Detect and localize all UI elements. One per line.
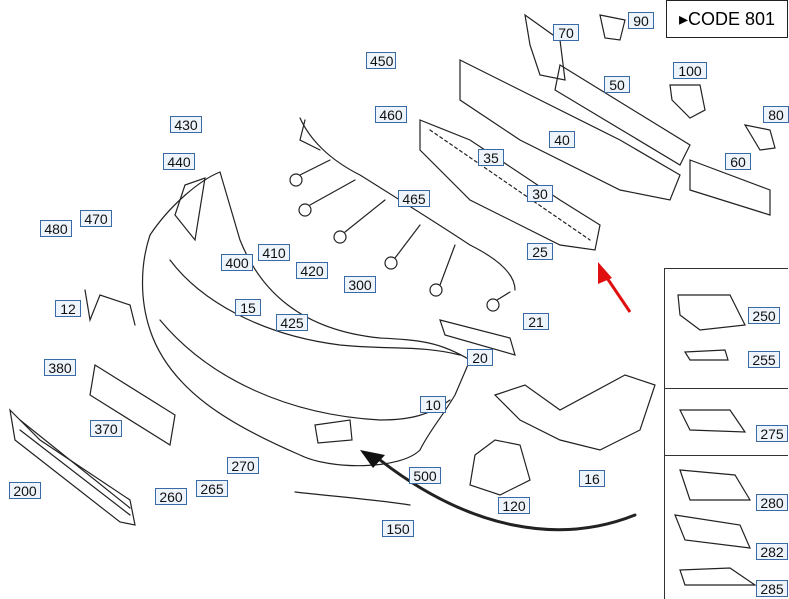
part-label-265[interactable]: 265 [196, 480, 228, 497]
part-label-480[interactable]: 480 [40, 220, 72, 237]
part-label-25[interactable]: 25 [527, 243, 553, 260]
part-label-275[interactable]: 275 [756, 425, 788, 442]
part-label-10[interactable]: 10 [420, 396, 446, 413]
part-label-150[interactable]: 150 [382, 520, 414, 537]
part-label-30[interactable]: 30 [527, 185, 553, 202]
foam-60 [689, 159, 771, 216]
part-label-280[interactable]: 280 [756, 494, 788, 511]
part-label-21[interactable]: 21 [523, 313, 549, 330]
code-label: ▸CODE 801 [666, 0, 788, 38]
part-label-20[interactable]: 20 [467, 349, 493, 366]
part-label-470[interactable]: 470 [80, 210, 112, 227]
part-label-90[interactable]: 90 [628, 12, 654, 29]
part-label-285[interactable]: 285 [756, 580, 788, 597]
part-label-500[interactable]: 500 [409, 467, 441, 484]
side-panel [664, 268, 788, 599]
part-label-40[interactable]: 40 [549, 131, 575, 148]
panel-divider [664, 388, 788, 389]
part-label-12[interactable]: 12 [55, 300, 81, 317]
part-label-460[interactable]: 460 [375, 106, 407, 123]
part-label-450[interactable]: 450 [366, 52, 396, 69]
part-label-250[interactable]: 250 [748, 307, 780, 324]
part-label-260[interactable]: 260 [155, 488, 187, 505]
part-label-400[interactable]: 400 [221, 254, 253, 271]
part-label-80[interactable]: 80 [763, 106, 789, 123]
part-label-120[interactable]: 120 [498, 497, 530, 514]
part-label-70[interactable]: 70 [553, 24, 579, 41]
part-label-370[interactable]: 370 [90, 420, 122, 437]
side-bracket [493, 374, 656, 451]
lower-grille [9, 408, 136, 526]
part-label-255[interactable]: 255 [748, 351, 780, 368]
part-label-282[interactable]: 282 [756, 543, 788, 560]
part-label-425[interactable]: 425 [276, 314, 308, 331]
bumper-lower-lip [159, 319, 451, 421]
part-label-410[interactable]: 410 [258, 244, 290, 261]
splash-guard [469, 439, 531, 496]
bumper-fog-opening [314, 419, 353, 444]
part-label-16[interactable]: 16 [579, 470, 605, 487]
callout-arrow [378, 458, 637, 532]
part-label-465[interactable]: 465 [398, 190, 430, 207]
part-label-440[interactable]: 440 [163, 153, 195, 170]
harness-main [299, 117, 516, 291]
license-plate-holder [89, 364, 176, 446]
part-label-100[interactable]: 100 [673, 62, 707, 79]
panel-divider [664, 455, 788, 456]
absorber [459, 59, 681, 201]
part-label-200[interactable]: 200 [9, 482, 41, 499]
part-label-35[interactable]: 35 [478, 149, 504, 166]
part-label-300[interactable]: 300 [344, 276, 376, 293]
part-label-420[interactable]: 420 [296, 262, 328, 279]
part-label-380[interactable]: 380 [44, 359, 76, 376]
part-label-60[interactable]: 60 [725, 153, 751, 170]
bumper-grille-opening [174, 177, 206, 242]
bumper-upper-edge [169, 259, 461, 356]
part-label-50[interactable]: 50 [604, 76, 630, 93]
part-label-15[interactable]: 15 [235, 299, 261, 316]
part-label-270[interactable]: 270 [227, 457, 259, 474]
part-label-430[interactable]: 430 [170, 116, 202, 133]
